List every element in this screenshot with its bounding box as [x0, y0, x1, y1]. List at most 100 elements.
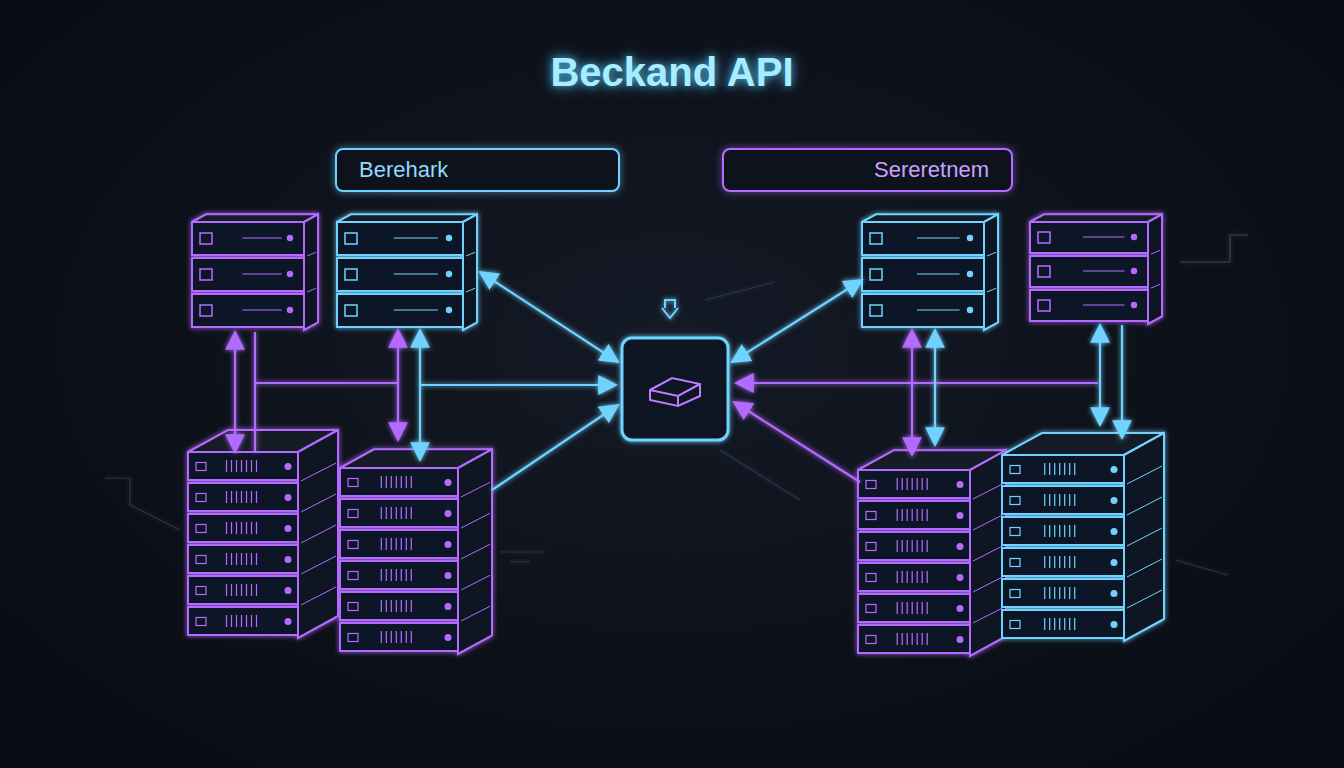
- server-part: [902, 540, 903, 552]
- server-part: [256, 553, 257, 565]
- server-part: [466, 288, 475, 292]
- server-part: [1064, 587, 1065, 599]
- server-part: [1069, 556, 1070, 568]
- server-part: [288, 236, 292, 240]
- server-part: [927, 509, 928, 521]
- server-part: [463, 214, 477, 330]
- server-part: [973, 607, 1004, 623]
- server-part: [411, 569, 412, 581]
- server-part: [1127, 590, 1162, 608]
- server-part: [1030, 222, 1148, 253]
- server-part: [1010, 621, 1020, 629]
- server-part: [401, 538, 402, 550]
- server-part: [236, 553, 237, 565]
- server-part: [917, 509, 918, 521]
- server-part: [917, 478, 918, 490]
- server-part: [1151, 250, 1160, 254]
- server-part: [401, 600, 402, 612]
- server-part: [340, 592, 458, 620]
- server-part: [907, 540, 908, 552]
- server-part: [348, 603, 358, 611]
- server-part: [251, 584, 252, 596]
- server-part: [446, 542, 451, 547]
- server-part: [973, 545, 1004, 561]
- server-part: [226, 584, 227, 596]
- server-part: [236, 584, 237, 596]
- server-part: [858, 470, 970, 498]
- server-part: [461, 544, 490, 559]
- server-part: [251, 615, 252, 627]
- server-part: [1064, 463, 1065, 475]
- server-part: [226, 553, 227, 565]
- server-part: [461, 606, 490, 621]
- server-part: [897, 633, 898, 645]
- server-part: [917, 540, 918, 552]
- server-part: [461, 637, 490, 652]
- server-part: [196, 556, 206, 564]
- server-part: [192, 258, 304, 291]
- server-part: [406, 569, 407, 581]
- server-part: [381, 476, 382, 488]
- server-part: [345, 305, 357, 316]
- server-part: [348, 510, 358, 518]
- server-part: [1054, 463, 1055, 475]
- server-part: [1054, 587, 1055, 599]
- diagram-title: Beckand API: [0, 50, 1344, 95]
- server-part: [1127, 621, 1162, 639]
- server-part: [870, 233, 882, 244]
- server-part: [1044, 494, 1045, 506]
- server-part: [406, 538, 407, 550]
- server-part: [1010, 466, 1020, 474]
- server-part: [870, 269, 882, 280]
- server-part: [1010, 497, 1020, 505]
- server-part: [301, 525, 336, 543]
- server-part: [907, 571, 908, 583]
- server-part: [246, 522, 247, 534]
- server-part: [301, 463, 336, 481]
- server-part: [1112, 591, 1117, 596]
- server-part: [862, 294, 984, 327]
- server-part: [391, 600, 392, 612]
- server-part: [345, 233, 357, 244]
- server-part: [188, 452, 298, 480]
- server-part: [862, 222, 984, 255]
- server-part: [251, 460, 252, 472]
- server-part: [970, 450, 1006, 656]
- server-part: [251, 491, 252, 503]
- server-part: [897, 509, 898, 521]
- server-part: [406, 631, 407, 643]
- server-part: [1112, 467, 1117, 472]
- server-part: [447, 308, 451, 312]
- server-part: [958, 606, 963, 611]
- server-part: [242, 273, 281, 274]
- server-part: [958, 575, 963, 580]
- server-part: [236, 460, 237, 472]
- server-part: [897, 478, 898, 490]
- server-part: [902, 571, 903, 583]
- server-part: [348, 541, 358, 549]
- server-part: [968, 272, 972, 276]
- server-part: [1132, 235, 1136, 239]
- server-part: [301, 494, 336, 512]
- server-part: [1010, 528, 1020, 536]
- server-part: [256, 615, 257, 627]
- server-part: [897, 571, 898, 583]
- server-part: [196, 587, 206, 595]
- server-part: [348, 572, 358, 580]
- server-part: [1049, 525, 1050, 537]
- server-part: [461, 482, 490, 497]
- server-part: [411, 631, 412, 643]
- server-part: [411, 600, 412, 612]
- server-part: [1127, 528, 1162, 546]
- server-part: [897, 540, 898, 552]
- server-part: [286, 495, 291, 500]
- server-part: [922, 478, 923, 490]
- server-part: [386, 476, 387, 488]
- server-part: [256, 584, 257, 596]
- server-part: [401, 631, 402, 643]
- server-part: [912, 540, 913, 552]
- server-part: [196, 494, 206, 502]
- server-part: [907, 602, 908, 614]
- server-part: [870, 305, 882, 316]
- server-part: [396, 476, 397, 488]
